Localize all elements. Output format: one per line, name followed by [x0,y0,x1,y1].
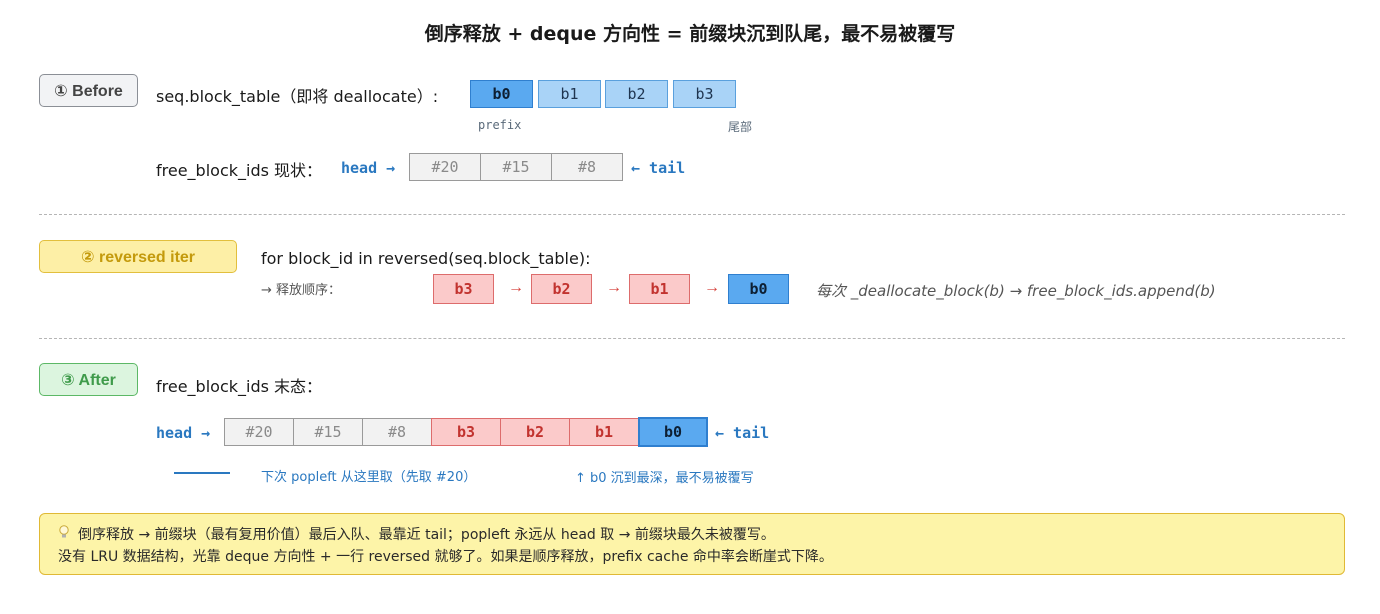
append-comment: 每次 _deallocate_block(b) → free_block_ids… [816,282,1216,300]
release-b2: b2 [531,274,592,304]
final-cell-b0: b0 [638,417,708,447]
summary-note: 倒序释放 → 前缀块（最有复用价值）最后入队、最靠近 tail；popleft … [39,513,1345,575]
b0-deepest-note: ↑ b0 沉到最深，最不易被覆写 [575,471,754,486]
free-cell: #15 [480,153,552,181]
final-cell: #20 [224,418,294,446]
step-reversed-badge: ② reversed iter [39,240,237,273]
release-b0: b0 [728,274,789,304]
diagram-title: 倒序释放 + deque 方向性 = 前缀块沉到队尾，最不易被覆写 [424,23,956,45]
block-table-label: seq.block_table（即将 deallocate）: [156,87,439,106]
section-divider [39,338,1345,339]
tail-label: ← tail [715,424,770,442]
release-b3: b3 [433,274,494,304]
tail-label: ← tail [631,159,686,177]
free-cell: #8 [551,153,623,181]
arrow-icon: → [606,279,622,296]
final-cell: b1 [569,418,639,446]
block-b2: b2 [605,80,668,108]
lightbulb-icon [58,524,72,546]
final-cell: b2 [500,418,570,446]
section-divider [39,214,1345,215]
final-cell: #8 [362,418,432,446]
note-line-2: 没有 LRU 数据结构，光靠 deque 方向性 + 一行 reversed 就… [58,549,833,565]
arrow-icon: → [704,279,720,296]
release-b1: b1 [629,274,690,304]
popleft-pointer-line [174,472,230,474]
step-after-badge: ③ After [39,363,138,396]
head-label: head → [341,159,396,177]
tail-part-label: 尾部 [728,120,753,134]
free-ids-current-label: free_block_ids 现状： [156,161,323,180]
free-cell: #20 [409,153,481,181]
reversed-code-line: for block_id in reversed(seq.block_table… [261,249,591,268]
step-before-badge: ① Before [39,74,138,107]
block-b3: b3 [673,80,736,108]
release-order-label: → 释放顺序： [261,283,342,298]
final-cell: b3 [431,418,501,446]
arrow-icon: → [508,279,524,296]
block-b1: b1 [538,80,601,108]
note-line-1: 倒序释放 → 前缀块（最有复用价值）最后入队、最靠近 tail；popleft … [78,527,775,543]
free-ids-final-label: free_block_ids 末态： [156,377,323,396]
final-cell: #15 [293,418,363,446]
prefix-label: prefix [478,118,522,132]
popleft-note: 下次 popleft 从这里取（先取 #20） [261,470,477,485]
head-label: head → [156,424,211,442]
block-b0: b0 [470,80,533,108]
